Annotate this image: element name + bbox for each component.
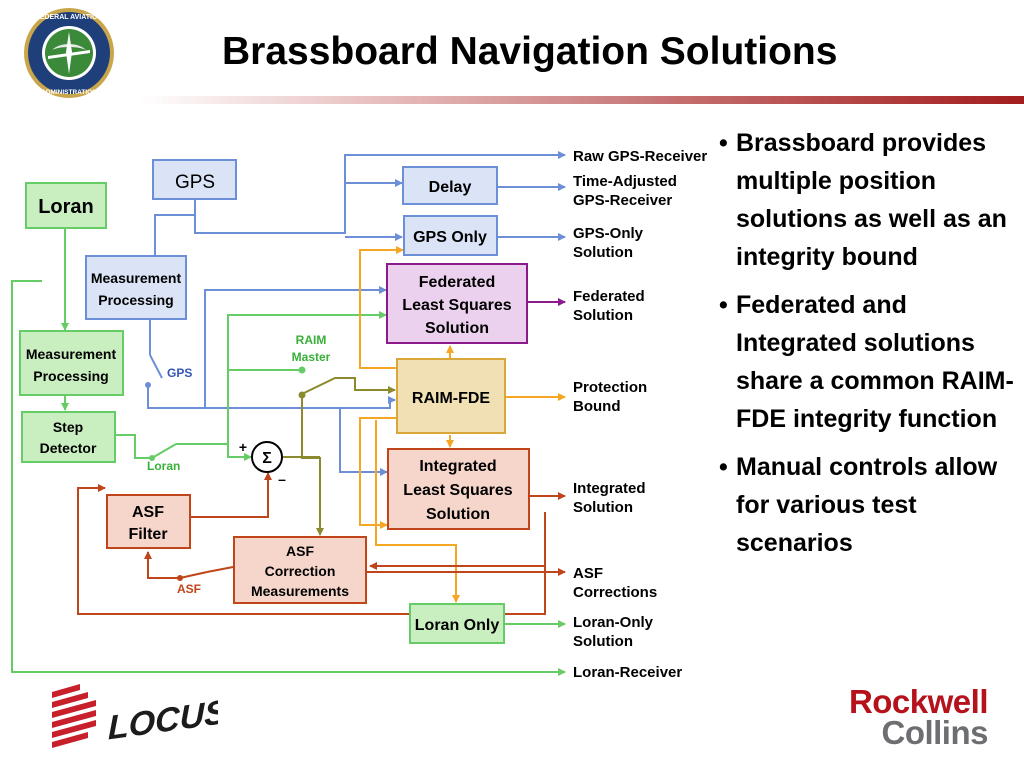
loran-switch-blade xyxy=(151,443,177,459)
output-time-adjusted-2: GPS-Receiver xyxy=(573,192,672,209)
output-federated-1: Federated xyxy=(573,288,645,305)
svg-text:RAIM-FDE: RAIM-FDE xyxy=(412,390,491,407)
svg-text:Loran Only: Loran Only xyxy=(415,617,500,634)
integrated-least-squares-block: Integrated Least Squares Solution xyxy=(387,448,530,530)
svg-text:GPS Only: GPS Only xyxy=(413,229,487,246)
raim-master-dot xyxy=(298,366,306,374)
bullet-item: Federated and Integrated solutions share… xyxy=(716,286,1016,438)
loran-only-block: Loran Only xyxy=(409,603,505,644)
svg-text:Measurements: Measurements xyxy=(251,583,349,599)
svg-text:Federated: Federated xyxy=(419,274,495,291)
svg-text:Step: Step xyxy=(53,419,83,435)
locus-wordmark: LOCUS xyxy=(108,693,218,748)
svg-text:Solution: Solution xyxy=(426,506,490,523)
svg-text:Least Squares: Least Squares xyxy=(403,482,512,499)
output-loran-only-1: Loran-Only xyxy=(573,614,654,631)
gps-block-label: GPS xyxy=(175,172,215,193)
svg-text:Σ: Σ xyxy=(262,450,272,467)
output-federated-2: Solution xyxy=(573,307,633,324)
output-loran-only-2: Solution xyxy=(573,633,633,650)
asf-switch-label: ASF xyxy=(177,582,201,596)
bullet-item: Brassboard provides multiple position so… xyxy=(716,124,1016,276)
output-loran-receiver: Loran-Receiver xyxy=(573,664,682,681)
output-gps-only-2: Solution xyxy=(573,244,633,261)
faa-seal-logo: FEDERAL AVIATION ADMINISTRATION xyxy=(24,8,114,98)
asf-filter-block: ASF Filter xyxy=(106,494,191,549)
output-integrated-2: Solution xyxy=(573,499,633,516)
svg-text:Processing: Processing xyxy=(98,292,173,308)
minus-sign: – xyxy=(278,471,286,487)
rockwell-wordmark: Rockwell xyxy=(848,683,989,720)
raim-fde-block: RAIM-FDE xyxy=(396,358,506,434)
svg-text:ASF: ASF xyxy=(132,504,164,521)
svg-text:Detector: Detector xyxy=(40,440,97,456)
loran-signal-lines xyxy=(11,229,566,676)
output-time-adjusted-1: Time-Adjusted xyxy=(573,173,677,190)
output-protection-1: Protection xyxy=(573,379,647,396)
bullet-item: Manual controls allow for various test s… xyxy=(716,448,1016,562)
page-title: Brassboard Navigation Solutions xyxy=(222,30,838,73)
loran-block-label: Loran xyxy=(38,196,94,218)
output-asf-2: Corrections xyxy=(573,584,657,601)
svg-text:ASF: ASF xyxy=(286,543,314,559)
loran-block: Loran xyxy=(25,182,107,229)
summing-junction: Σ + – xyxy=(239,439,286,487)
raim-master-label-2: Master xyxy=(292,350,331,364)
svg-text:Correction: Correction xyxy=(265,563,336,579)
bullet-list: Brassboard provides multiple position so… xyxy=(716,124,1016,572)
asf-lines xyxy=(77,472,566,615)
asf-switch-contact xyxy=(177,575,183,581)
gps-switch-blade xyxy=(149,354,163,379)
raim-integrity-lines xyxy=(359,246,566,603)
output-asf-1: ASF xyxy=(573,565,603,582)
delay-block: Delay xyxy=(402,166,498,205)
output-protection-2: Bound xyxy=(573,398,620,415)
output-integrated-1: Integrated xyxy=(573,480,646,497)
gps-only-block: GPS Only xyxy=(403,215,498,256)
svg-text:Delay: Delay xyxy=(429,179,472,196)
svg-text:Filter: Filter xyxy=(128,526,167,543)
collins-wordmark: Collins xyxy=(881,714,988,751)
svg-text:Measurement: Measurement xyxy=(26,346,117,362)
step-detector-block: Step Detector xyxy=(21,411,116,463)
gps-switch-contact xyxy=(145,382,151,388)
federated-least-squares-block: Federated Least Squares Solution xyxy=(386,263,528,344)
svg-text:Measurement: Measurement xyxy=(91,270,182,286)
loran-measurement-processing-block: Measurement Processing xyxy=(19,330,124,396)
loran-switch-contact xyxy=(149,455,155,461)
svg-text:Least Squares: Least Squares xyxy=(402,297,511,314)
svg-text:Processing: Processing xyxy=(33,368,108,384)
rockwell-collins-logo: Rockwell Collins xyxy=(798,683,989,751)
output-raw-gps: Raw GPS-Receiver xyxy=(573,148,707,165)
gps-switch-label: GPS xyxy=(167,366,192,380)
svg-text:FEDERAL AVIATION: FEDERAL AVIATION xyxy=(35,14,102,21)
gps-block: GPS xyxy=(152,159,237,200)
asf-switch-blade xyxy=(179,571,208,579)
asf-correction-measurements-block: ASF Correction Measurements xyxy=(233,536,367,604)
gps-signal-lines xyxy=(147,151,566,476)
svg-text:ADMINISTRATION: ADMINISTRATION xyxy=(41,89,97,96)
svg-text:Solution: Solution xyxy=(425,320,489,337)
loran-switch-label: Loran xyxy=(147,459,180,473)
output-gps-only-1: GPS-Only xyxy=(573,225,644,242)
output-labels: Raw GPS-Receiver Time-Adjusted GPS-Recei… xyxy=(573,148,707,681)
locus-logo: LOCUS xyxy=(52,684,218,748)
svg-text:Integrated: Integrated xyxy=(419,458,496,475)
plus-sign: + xyxy=(239,439,247,455)
gps-measurement-processing-block: Measurement Processing xyxy=(85,255,187,320)
raim-master-label-1: RAIM xyxy=(296,333,327,347)
title-underline xyxy=(140,96,1024,104)
